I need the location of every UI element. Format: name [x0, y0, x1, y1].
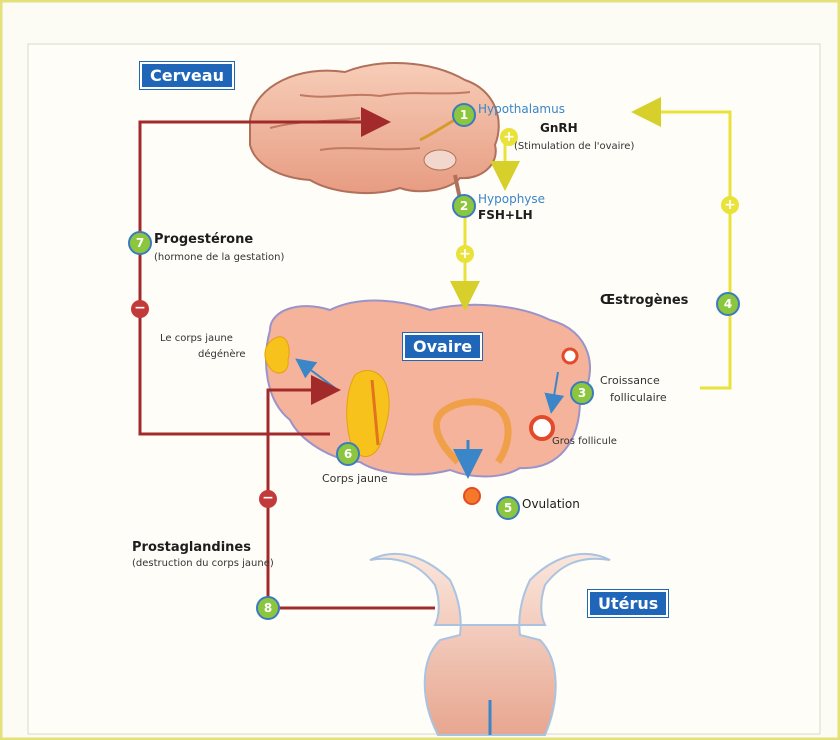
step-badge-4: 4	[716, 292, 740, 316]
hypophyse-label: Hypophyse	[478, 192, 545, 206]
prostaglandines-note: (destruction du corps jaune)	[132, 558, 274, 569]
gnrh-label: GnRH	[540, 121, 578, 135]
step-badge-7: 7	[128, 231, 152, 255]
step-badge-1: 1	[452, 103, 476, 127]
step-badge-6: 6	[336, 442, 360, 466]
corps-jaune-degenere-label-2: dégénère	[198, 349, 246, 360]
ovulation-label: Ovulation	[522, 497, 580, 511]
corps-jaune-label: Corps jaune	[322, 472, 388, 485]
ovary-tag: Ovaire	[403, 333, 482, 360]
plus-sign-oestrogen: +	[721, 196, 739, 214]
large-follicle	[531, 417, 553, 439]
prostaglandines-label: Prostaglandines	[132, 540, 251, 555]
fsh-lh-label: FSH+LH	[478, 208, 533, 222]
hypothalamus-label: Hypothalamus	[478, 102, 565, 116]
plus-sign-fsh: +	[456, 245, 474, 263]
oestrogenes-label: Œstrogènes	[600, 293, 688, 308]
step-badge-5: 5	[496, 496, 520, 520]
gros-follicule-label: Gros follicule	[552, 436, 617, 447]
ovulated-oocyte	[464, 488, 480, 504]
brain-tag: Cerveau	[140, 62, 234, 89]
corps-jaune-degenere-label-1: Le corps jaune	[160, 333, 233, 344]
small-follicle	[563, 349, 577, 363]
step-badge-8: 8	[256, 596, 280, 620]
progesterone-label: Progestérone	[154, 232, 253, 247]
croissance-label: Croissance	[600, 374, 660, 387]
progesterone-note: (hormone de la gestation)	[154, 252, 284, 263]
step-badge-2: 2	[452, 194, 476, 218]
minus-sign-prostaglandin: −	[259, 490, 277, 508]
uterus-tag: Utérus	[588, 590, 668, 617]
step-badge-3: 3	[570, 381, 594, 405]
gnrh-note: (Stimulation de l'ovaire)	[514, 141, 634, 152]
folliculaire-label: folliculaire	[610, 391, 667, 404]
minus-sign-progesterone: −	[131, 300, 149, 318]
